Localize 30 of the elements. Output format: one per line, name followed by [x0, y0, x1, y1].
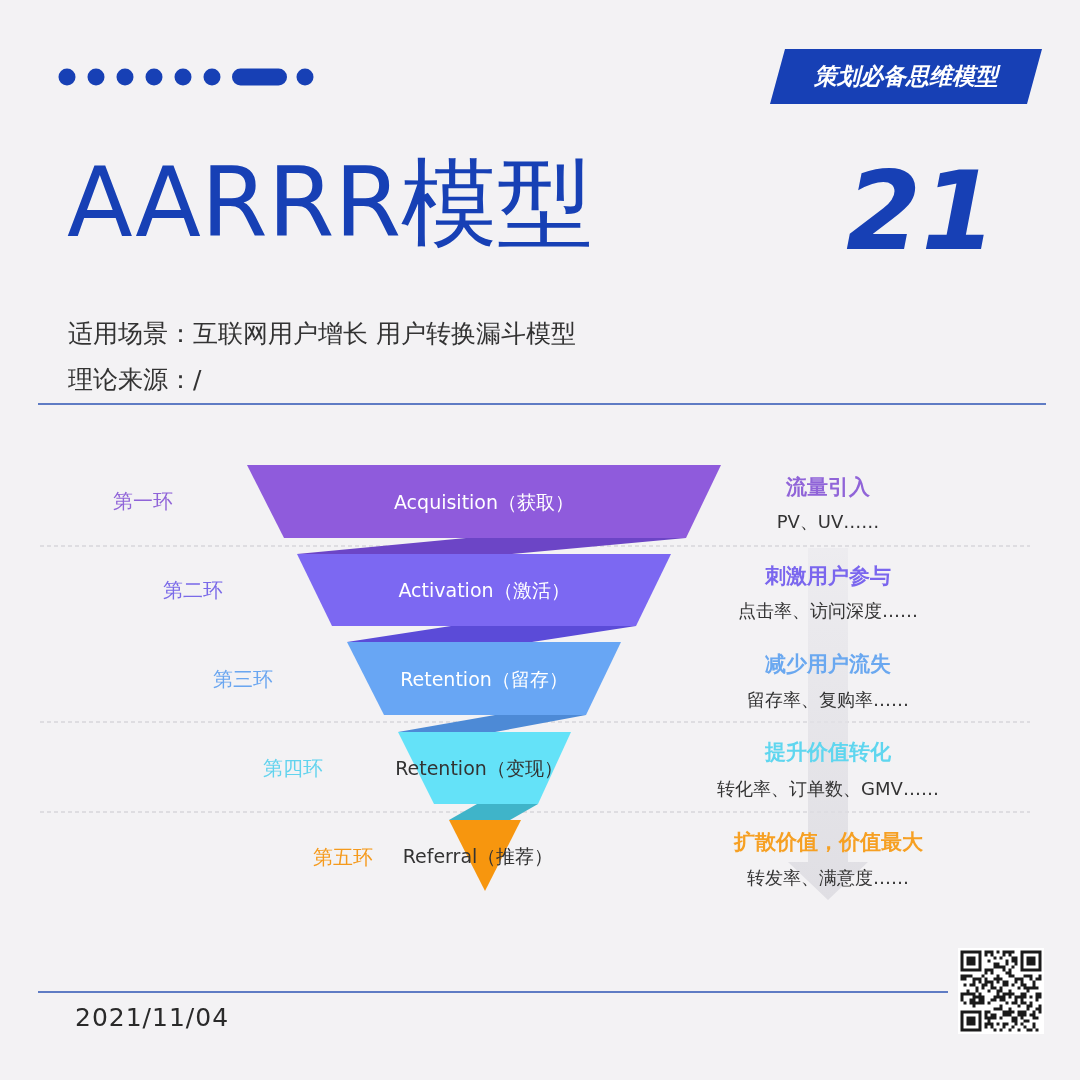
stage-goal: 刺激用户参与 — [765, 564, 891, 590]
funnel-fold — [347, 626, 636, 642]
stage-number: 第四环 — [263, 756, 323, 780]
stage-name: Activation（激活） — [398, 578, 570, 602]
stage-goal: 减少用户流失 — [765, 652, 891, 678]
title-banner — [770, 49, 1042, 104]
stage-metrics: 转发率、满意度…… — [747, 867, 909, 889]
scope-text: 适用场景：互联网用户增长 用户转换漏斗模型 — [68, 319, 576, 349]
stage-goal: 提升价值转化 — [765, 740, 891, 766]
funnel-fold — [449, 804, 538, 820]
funnel-stage — [297, 554, 671, 626]
stage-goal: 流量引入 — [786, 475, 870, 501]
stage-number: 第五环 — [313, 845, 373, 869]
stage-metrics: 转化率、订单数、GMV…… — [717, 778, 939, 800]
source-text: 理论来源：/ — [68, 365, 202, 395]
stage-number: 第一环 — [113, 489, 173, 513]
stage-metrics: PV、UV…… — [776, 511, 880, 533]
stage-metrics: 留存率、复购率…… — [747, 689, 909, 711]
stage-goal: 扩散价值，价值最大 — [733, 830, 923, 856]
stage-name: Acquisition（获取） — [393, 490, 575, 513]
stage-number: 第二环 — [163, 578, 223, 602]
stage-name: Retention（留存） — [400, 667, 568, 690]
funnel-stage — [347, 642, 621, 715]
issue-number: 21 — [846, 148, 997, 276]
funnel-stage — [247, 465, 721, 538]
title: AARRR模型 — [67, 146, 594, 261]
funnel-fold — [398, 715, 586, 732]
date-text: 2021/11/04 — [75, 1003, 230, 1033]
stage-number: 第三环 — [213, 667, 273, 691]
stage-metrics: 点击率、访问深度…… — [738, 600, 918, 622]
